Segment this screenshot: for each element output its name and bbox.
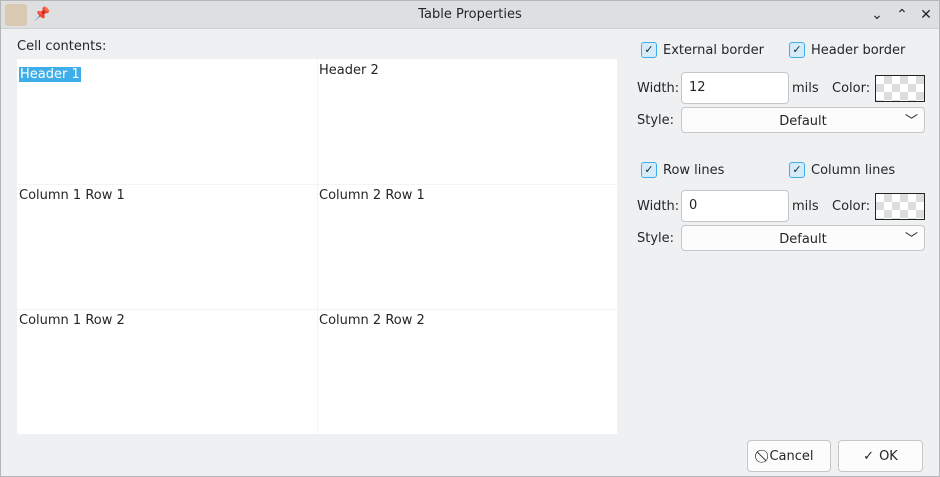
cell-grid[interactable]: Header 1 Header 2 Column 1 Row 1 Column … bbox=[17, 59, 617, 434]
external-border-checkbox[interactable]: ✓ External border bbox=[641, 42, 764, 58]
app-icon bbox=[5, 4, 27, 26]
checkbox-label: Header border bbox=[811, 42, 906, 58]
check-icon: ✓ bbox=[789, 162, 805, 178]
title-bar: 📌 Table Properties ⌄ ⌃ ✕ bbox=[1, 1, 939, 29]
grid-divider bbox=[317, 59, 318, 434]
cell-c1r2[interactable]: Column 1 Row 2 bbox=[19, 313, 125, 328]
grid-divider bbox=[17, 184, 617, 185]
button-label: Cancel bbox=[769, 448, 814, 464]
cell-c1r1[interactable]: Column 1 Row 1 bbox=[19, 188, 125, 203]
lines-style-select[interactable]: Default ﹀ bbox=[681, 225, 925, 251]
lines-width-input[interactable]: 0 bbox=[681, 190, 789, 222]
cell-c2r1[interactable]: Column 2 Row 1 bbox=[319, 188, 425, 203]
lines-width-label: Width: bbox=[637, 199, 680, 214]
column-lines-checkbox[interactable]: ✓ Column lines bbox=[789, 162, 895, 178]
border-width-label: Width: bbox=[637, 81, 680, 96]
border-color-label: Color: bbox=[832, 81, 871, 96]
maximize-button[interactable]: ⌃ bbox=[896, 7, 908, 23]
cancel-button[interactable]: ⃠Cancel bbox=[747, 440, 831, 472]
check-icon: ✓ bbox=[641, 162, 657, 178]
header-border-checkbox[interactable]: ✓ Header border bbox=[789, 42, 905, 58]
button-label: OK bbox=[879, 448, 898, 464]
lines-units-label: mils bbox=[792, 199, 819, 214]
chevron-down-icon: ﹀ bbox=[904, 232, 918, 247]
check-icon: ✓ bbox=[789, 42, 805, 58]
minimize-button[interactable]: ⌄ bbox=[871, 7, 883, 23]
cell-contents-label: Cell contents: bbox=[17, 39, 107, 54]
cell-text: Header 1 bbox=[19, 67, 81, 82]
cell-c2r2[interactable]: Column 2 Row 2 bbox=[319, 313, 425, 328]
lines-style-label: Style: bbox=[637, 231, 675, 246]
border-units-label: mils bbox=[792, 81, 819, 96]
checkbox-label: External border bbox=[663, 42, 764, 58]
checkbox-label: Row lines bbox=[663, 162, 725, 178]
close-button[interactable]: ✕ bbox=[920, 7, 932, 23]
cell-header-1[interactable]: Header 1 bbox=[17, 63, 83, 86]
window-title: Table Properties bbox=[418, 7, 522, 22]
lines-color-label: Color: bbox=[832, 199, 871, 214]
select-value: Default bbox=[779, 232, 827, 247]
check-icon: ✓ bbox=[641, 42, 657, 58]
border-style-label: Style: bbox=[637, 113, 675, 128]
checkbox-label: Column lines bbox=[811, 162, 896, 178]
row-lines-checkbox[interactable]: ✓ Row lines bbox=[641, 162, 724, 178]
chevron-down-icon: ﹀ bbox=[904, 114, 918, 129]
border-width-input[interactable]: 12 bbox=[681, 72, 789, 104]
select-value: Default bbox=[779, 114, 827, 129]
cell-header-2[interactable]: Header 2 bbox=[319, 63, 379, 78]
pin-icon[interactable]: 📌 bbox=[34, 7, 51, 22]
border-color-swatch[interactable] bbox=[875, 75, 925, 102]
border-style-select[interactable]: Default ﹀ bbox=[681, 107, 925, 133]
ok-button[interactable]: ✓OK bbox=[838, 440, 923, 472]
lines-color-swatch[interactable] bbox=[875, 193, 925, 220]
grid-divider bbox=[17, 309, 617, 310]
check-icon: ✓ bbox=[863, 448, 875, 464]
